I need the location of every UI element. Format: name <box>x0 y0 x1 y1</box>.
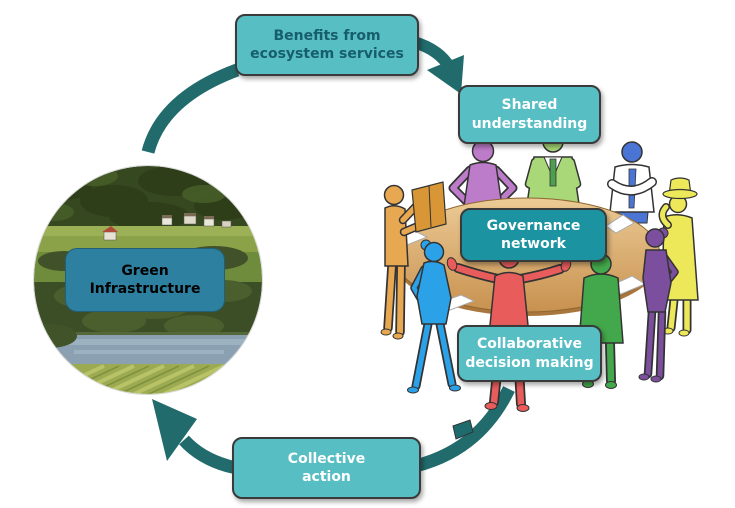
green-infrastructure-label: Green Infrastructure <box>89 262 201 297</box>
green-man-suit-icon <box>524 131 582 205</box>
shared-understanding-label: Shared understanding <box>471 97 588 132</box>
benefits-label: Benefits from ecosystem services <box>250 27 404 62</box>
green-infrastructure-node: Green Infrastructure <box>65 248 225 312</box>
folder-icon <box>452 419 474 440</box>
collective-action-node: Collective action <box>232 437 421 499</box>
arrow-top-left-arc <box>141 63 240 154</box>
light-blue-woman-icon <box>407 239 474 440</box>
purple-woman-akimbo-icon <box>448 139 518 207</box>
benefits-node: Benefits from ecosystem services <box>235 14 419 76</box>
collaborative-decision-node: Collaborative decision making <box>457 325 602 382</box>
arrowhead-to-green-infrastructure <box>152 399 197 461</box>
arrow-heads <box>152 55 464 461</box>
shared-understanding-node: Shared understanding <box>458 85 601 144</box>
arrowhead-to-network <box>427 55 464 94</box>
governance-network-label: Governance network <box>486 217 581 252</box>
newspaper-icon <box>411 181 447 233</box>
dark-purple-woman-icon <box>638 227 679 383</box>
blue-man-crossed-arms-icon <box>607 141 657 224</box>
governance-network-illustration <box>380 131 699 440</box>
governance-network-node: Governance network <box>460 208 607 262</box>
collective-action-label: Collective action <box>287 450 366 485</box>
orange-reader-icon <box>380 181 447 340</box>
village-houses <box>102 213 232 241</box>
collaborative-decision-label: Collaborative decision making <box>465 336 594 371</box>
